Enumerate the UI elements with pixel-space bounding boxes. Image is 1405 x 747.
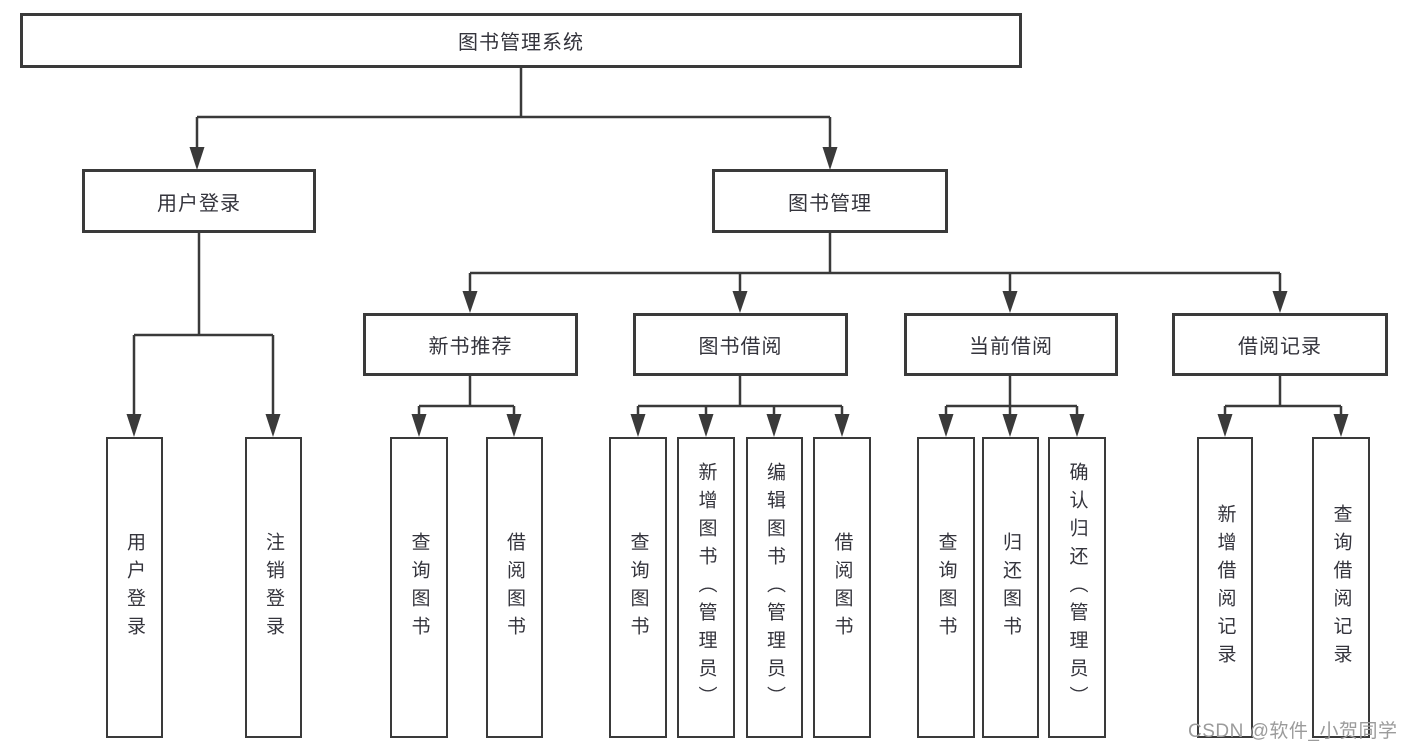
leaf-logout: 注销登录 (245, 437, 302, 738)
node-book-borrow: 图书借阅 (633, 313, 848, 376)
leaf-borrow-borrow-books: 借阅图书 (813, 437, 871, 738)
leaf-borrow-add-books-admin: 新增图书（管理员） (677, 437, 735, 738)
leaf-newrec-query-books: 查询图书 (390, 437, 448, 738)
arrowhead-icons (126, 147, 1349, 437)
node-borrow-records: 借阅记录 (1172, 313, 1388, 376)
csdn-watermark: CSDN @软件_小贺同学 (1188, 721, 1398, 742)
leaf-borrow-query-books: 查询图书 (609, 437, 667, 738)
leaf-current-confirm-return-admin: 确认归还（管理员） (1048, 437, 1106, 738)
node-current-borrow: 当前借阅 (904, 313, 1118, 376)
leaf-records-query-record: 查询借阅记录 (1312, 437, 1370, 738)
leaf-current-query-books: 查询图书 (917, 437, 975, 738)
node-book-mgmt: 图书管理 (712, 169, 948, 233)
leaf-current-return-books: 归还图书 (982, 437, 1039, 738)
leaf-records-add-record: 新增借阅记录 (1197, 437, 1253, 738)
leaf-borrow-edit-books-admin: 编辑图书（管理员） (746, 437, 803, 738)
node-root: 图书管理系统 (20, 13, 1022, 68)
node-user-login-group: 用户登录 (82, 169, 316, 233)
leaf-newrec-borrow-books: 借阅图书 (486, 437, 543, 738)
node-new-book-rec: 新书推荐 (363, 313, 578, 376)
leaf-user-login: 用户登录 (106, 437, 163, 738)
